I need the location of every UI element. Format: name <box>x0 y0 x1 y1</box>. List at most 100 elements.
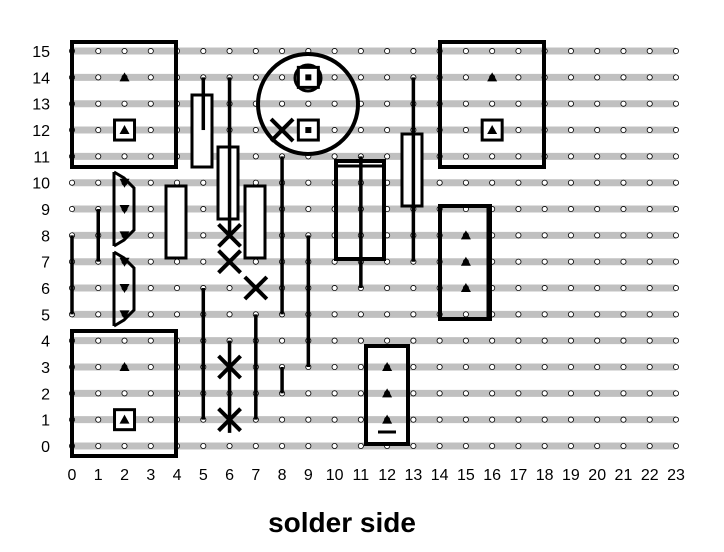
board-hole <box>646 285 653 292</box>
board-hole <box>541 311 548 318</box>
x-axis-label: 7 <box>251 467 260 484</box>
board-hole <box>567 100 574 107</box>
diode-direction-marker <box>119 178 130 188</box>
board-hole <box>515 311 522 318</box>
x-axis-label: 3 <box>146 467 155 484</box>
board-hole <box>594 74 601 81</box>
board-hole <box>594 258 601 265</box>
connector-outline-right <box>438 204 492 321</box>
x-axis-label: 13 <box>404 467 422 484</box>
board-hole <box>226 48 233 55</box>
board-hole <box>279 74 286 81</box>
connector-outline-bottom <box>364 344 410 446</box>
board-hole <box>95 179 102 186</box>
board-hole <box>95 311 102 318</box>
x-axis-label: 22 <box>641 467 659 484</box>
board-hole <box>305 206 312 213</box>
board-hole <box>174 285 181 292</box>
y-axis-label: 10 <box>32 176 50 193</box>
board-hole <box>305 100 312 107</box>
track-cut-stroke <box>217 249 242 275</box>
board-hole <box>489 364 496 371</box>
board-hole <box>147 311 154 318</box>
board-hole <box>567 179 574 186</box>
board-hole <box>462 48 469 55</box>
board-hole <box>646 179 653 186</box>
board-hole <box>489 100 496 107</box>
track-cut-stroke <box>243 275 269 301</box>
board-hole <box>620 285 627 292</box>
board-hole <box>646 206 653 213</box>
board-hole <box>567 311 574 318</box>
board-hole <box>331 390 338 397</box>
board-hole <box>567 127 574 134</box>
pin-marker <box>487 125 498 135</box>
board-hole <box>331 48 338 55</box>
x-axis-label: 11 <box>353 467 370 484</box>
board-hole <box>147 179 154 186</box>
track-cut <box>243 275 269 301</box>
board-hole <box>147 127 154 134</box>
board-hole <box>515 416 522 423</box>
y-axis-label: 8 <box>41 228 50 245</box>
board-hole <box>331 337 338 344</box>
board-caption: solder side <box>268 507 416 538</box>
board-hole <box>646 390 653 397</box>
board-hole <box>147 100 154 107</box>
pin-marker <box>382 388 393 398</box>
board-hole <box>541 232 548 239</box>
pin-marker <box>382 414 393 424</box>
board-hole <box>594 48 601 55</box>
board-hole <box>515 285 522 292</box>
board-hole <box>672 74 679 81</box>
board-hole <box>620 258 627 265</box>
board-hole <box>200 48 207 55</box>
board-hole <box>410 442 417 449</box>
board-hole <box>594 100 601 107</box>
x-axis-label: 14 <box>431 467 449 484</box>
board-hole <box>200 258 207 265</box>
board-hole <box>567 232 574 239</box>
track-cut-stroke <box>269 117 295 143</box>
board-hole <box>331 74 338 81</box>
x-axis-label: 15 <box>457 467 475 484</box>
x-axis-label: 0 <box>68 467 77 484</box>
board-hole <box>646 153 653 160</box>
board-hole <box>462 74 469 81</box>
board-hole <box>489 416 496 423</box>
board-hole <box>147 416 154 423</box>
board-hole <box>410 337 417 344</box>
board-hole <box>410 390 417 397</box>
diode-direction-marker <box>119 231 130 241</box>
board-hole <box>515 364 522 371</box>
board-hole <box>147 153 154 160</box>
board-hole <box>567 285 574 292</box>
component-outline-top-right <box>438 40 546 169</box>
board-hole <box>489 337 496 344</box>
board-hole <box>672 206 679 213</box>
x-axis-label: 9 <box>304 467 313 484</box>
board-hole <box>410 416 417 423</box>
board-hole <box>594 390 601 397</box>
board-hole <box>384 285 391 292</box>
board-hole <box>620 48 627 55</box>
board-hole <box>357 48 364 55</box>
board-hole <box>279 48 286 55</box>
board-hole <box>620 364 627 371</box>
capacitor-pin-marker <box>293 63 323 93</box>
board-hole <box>567 153 574 160</box>
pin-marker <box>119 414 130 424</box>
board-hole <box>305 390 312 397</box>
board-hole <box>384 74 391 81</box>
track-cut <box>217 249 242 275</box>
board-hole <box>95 74 102 81</box>
board-hole <box>489 442 496 449</box>
board-hole <box>594 153 601 160</box>
y-axis-label: 14 <box>32 70 50 87</box>
board-hole <box>515 179 522 186</box>
board-hole <box>646 337 653 344</box>
board-hole <box>620 127 627 134</box>
board-hole <box>515 442 522 449</box>
